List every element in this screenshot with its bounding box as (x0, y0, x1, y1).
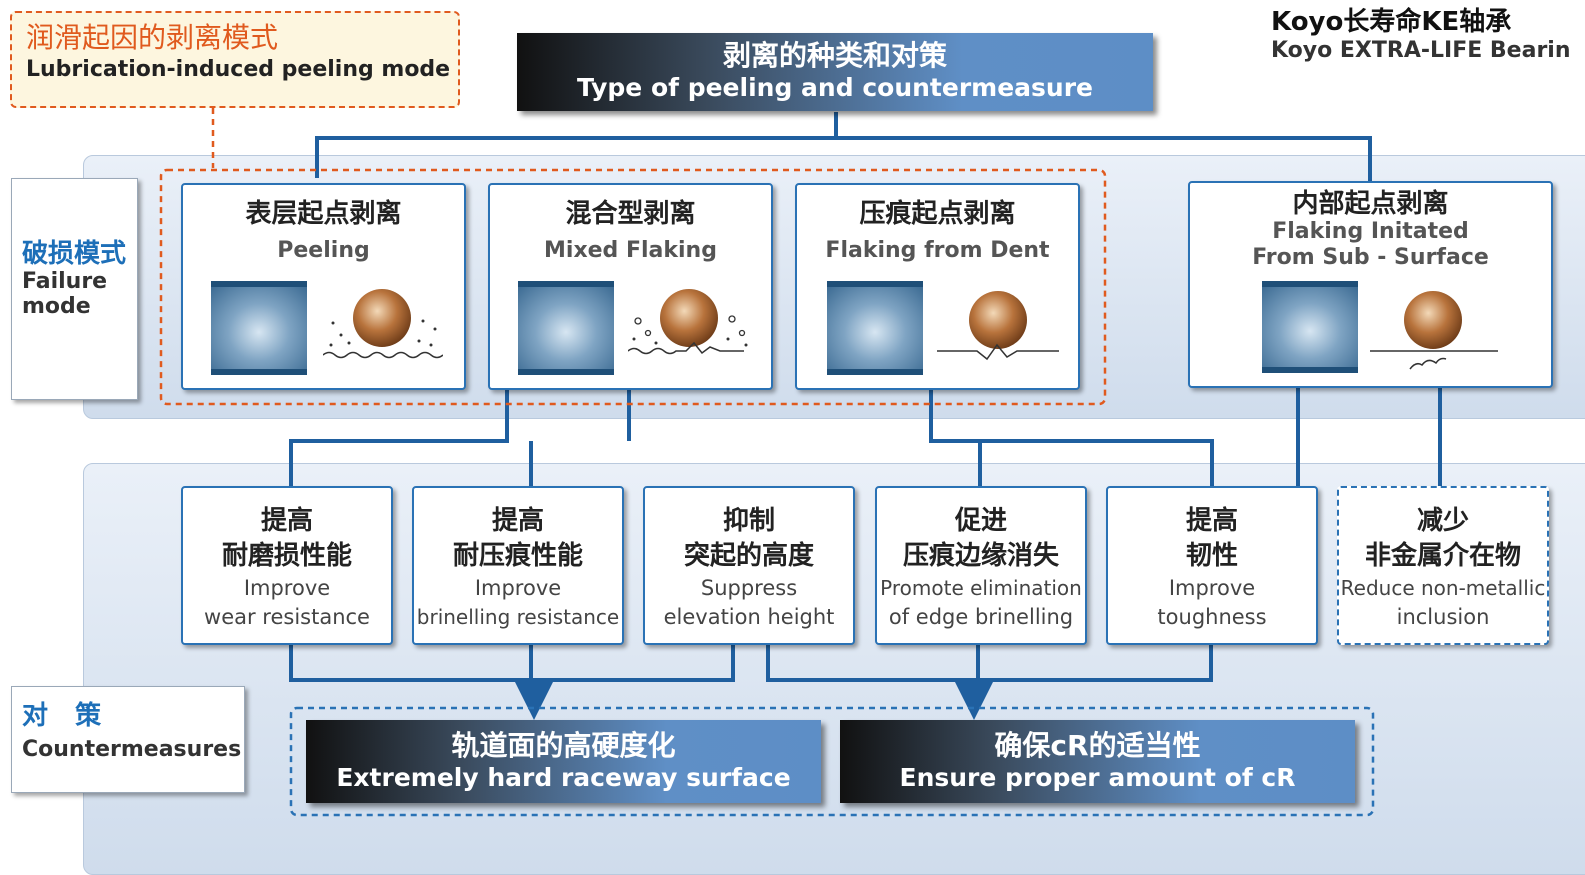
cm-zh1: 减少 (1416, 506, 1469, 536)
ball-icon (353, 289, 411, 347)
cm-zh2: 耐压痕性能 (452, 541, 583, 571)
cm-en2: inclusion (1396, 605, 1490, 629)
cm-en1: Reduce non-metallic (1340, 576, 1546, 600)
debris-icon (323, 319, 443, 359)
failure-card-en2: From Sub - Surface (1252, 245, 1489, 270)
cm-zh1: 促进 (954, 506, 1007, 536)
countermeasure-non-metallic-inclusion: 减少 非金属介在物 Reduce non-metallic inclusion (1337, 486, 1549, 645)
cm-zh2: 韧性 (1185, 541, 1238, 571)
cm-en2: elevation height (663, 605, 835, 629)
raceway-photo (827, 281, 923, 375)
failure-label-en: Failure mode (22, 269, 108, 319)
cm-en1: Improve (1168, 576, 1256, 600)
cm-en1: Improve (474, 576, 562, 600)
cm-zh2: 耐磨损性能 (221, 541, 352, 571)
cm-zh2: 突起的高度 (683, 541, 814, 571)
header-zh: 剥离的种类和对策 (722, 39, 947, 72)
countermeasure-wear-resistance: 提高 耐磨损性能 Improve wear resistance (181, 486, 393, 645)
brand-title-zh: Koyo长寿命KE轴承 (1271, 7, 1512, 37)
cm-zh1: 提高 (260, 506, 313, 536)
callout-zh: 润滑起因的剥离模式 (26, 21, 279, 54)
failure-card-en: Flaking from Dent (825, 238, 1050, 263)
countermeasures-label: 对 策 Countermeasures (11, 686, 245, 793)
cm-zh1: 提高 (1185, 506, 1238, 536)
ball-icon (1404, 291, 1462, 349)
solution-proper-cr: 确保cR的适当性 Ensure proper amount of cR (840, 720, 1355, 803)
cm-en1: Suppress (700, 576, 798, 600)
lubrication-callout: 润滑起因的剥离模式 Lubrication-induced peeling mo… (10, 11, 460, 108)
header-en: Type of peeling and countermeasure (577, 73, 1093, 102)
counter-label-en: Countermeasures (22, 737, 242, 762)
solution-zh: 确保cR的适当性 (994, 729, 1201, 762)
cm-en2: of edge brinelling (888, 605, 1074, 629)
cm-en2: brinelling resistance (416, 605, 620, 629)
cm-zh1: 抑制 (722, 506, 775, 536)
counter-label-zh: 对 策 (22, 701, 102, 731)
failure-card-flaking-from-dent: 压痕起点剥离 Flaking from Dent (795, 183, 1080, 390)
ball-icon (969, 291, 1027, 349)
dent-icon (937, 343, 1059, 361)
failure-card-subsurface: 内部起点剥离 Flaking Initated From Sub - Surfa… (1188, 181, 1553, 388)
failure-mode-label: 破损模式 Failure mode (11, 178, 138, 400)
raceway-photo (1262, 281, 1358, 373)
countermeasure-elevation-height: 抑制 突起的高度 Suppress elevation height (643, 486, 855, 645)
cm-en2: toughness (1157, 605, 1267, 629)
failure-card-zh: 表层起点剥离 (245, 199, 402, 229)
failure-card-mixed-flaking: 混合型剥离 Mixed Flaking (488, 183, 773, 390)
solution-zh: 轨道面的高硬度化 (451, 729, 676, 762)
brand-title-en: Koyo EXTRA-LIFE Bearin (1271, 38, 1571, 63)
countermeasure-brinelling-resistance: 提高 耐压痕性能 Improve brinelling resistance (412, 486, 624, 645)
cm-zh2: 非金属介在物 (1364, 541, 1521, 571)
failure-card-zh: 混合型剥离 (565, 199, 696, 229)
failure-card-peeling: 表层起点剥离 Peeling (181, 183, 466, 390)
failure-card-zh: 压痕起点剥离 (859, 199, 1016, 229)
cm-en1: Promote elimination (880, 576, 1082, 600)
cm-zh1: 提高 (491, 506, 544, 536)
callout-en: Lubrication-induced peeling mode (26, 57, 451, 82)
solution-en: Extremely hard raceway surface (336, 763, 791, 792)
debris-icon (628, 315, 748, 355)
failure-label-zh: 破损模式 (22, 239, 127, 269)
header-title-box: 剥离的种类和对策 Type of peeling and countermeas… (517, 33, 1153, 111)
failure-card-zh: 内部起点剥离 (1292, 189, 1449, 219)
cm-en2: wear resistance (204, 605, 370, 629)
raceway-photo (518, 281, 614, 375)
ball-icon (660, 289, 718, 347)
raceway-photo (211, 281, 307, 375)
cm-en1: Improve (243, 576, 331, 600)
subsurface-crack-icon (1370, 350, 1498, 370)
solution-hard-raceway: 轨道面的高硬度化 Extremely hard raceway surface (306, 720, 821, 803)
failure-card-en: Mixed Flaking (544, 238, 717, 263)
failure-card-en: Peeling (277, 238, 370, 263)
countermeasure-edge-brinelling: 促进 压痕边缘消失 Promote elimination of edge br… (875, 486, 1087, 645)
countermeasure-toughness: 提高 韧性 Improve toughness (1106, 486, 1318, 645)
cm-zh2: 压痕边缘消失 (902, 541, 1059, 571)
brand-title: Koyo长寿命KE轴承 Koyo EXTRA-LIFE Bearin (1271, 6, 1585, 64)
failure-card-en: Flaking Initated (1272, 219, 1469, 244)
solution-en: Ensure proper amount of cR (899, 763, 1296, 792)
